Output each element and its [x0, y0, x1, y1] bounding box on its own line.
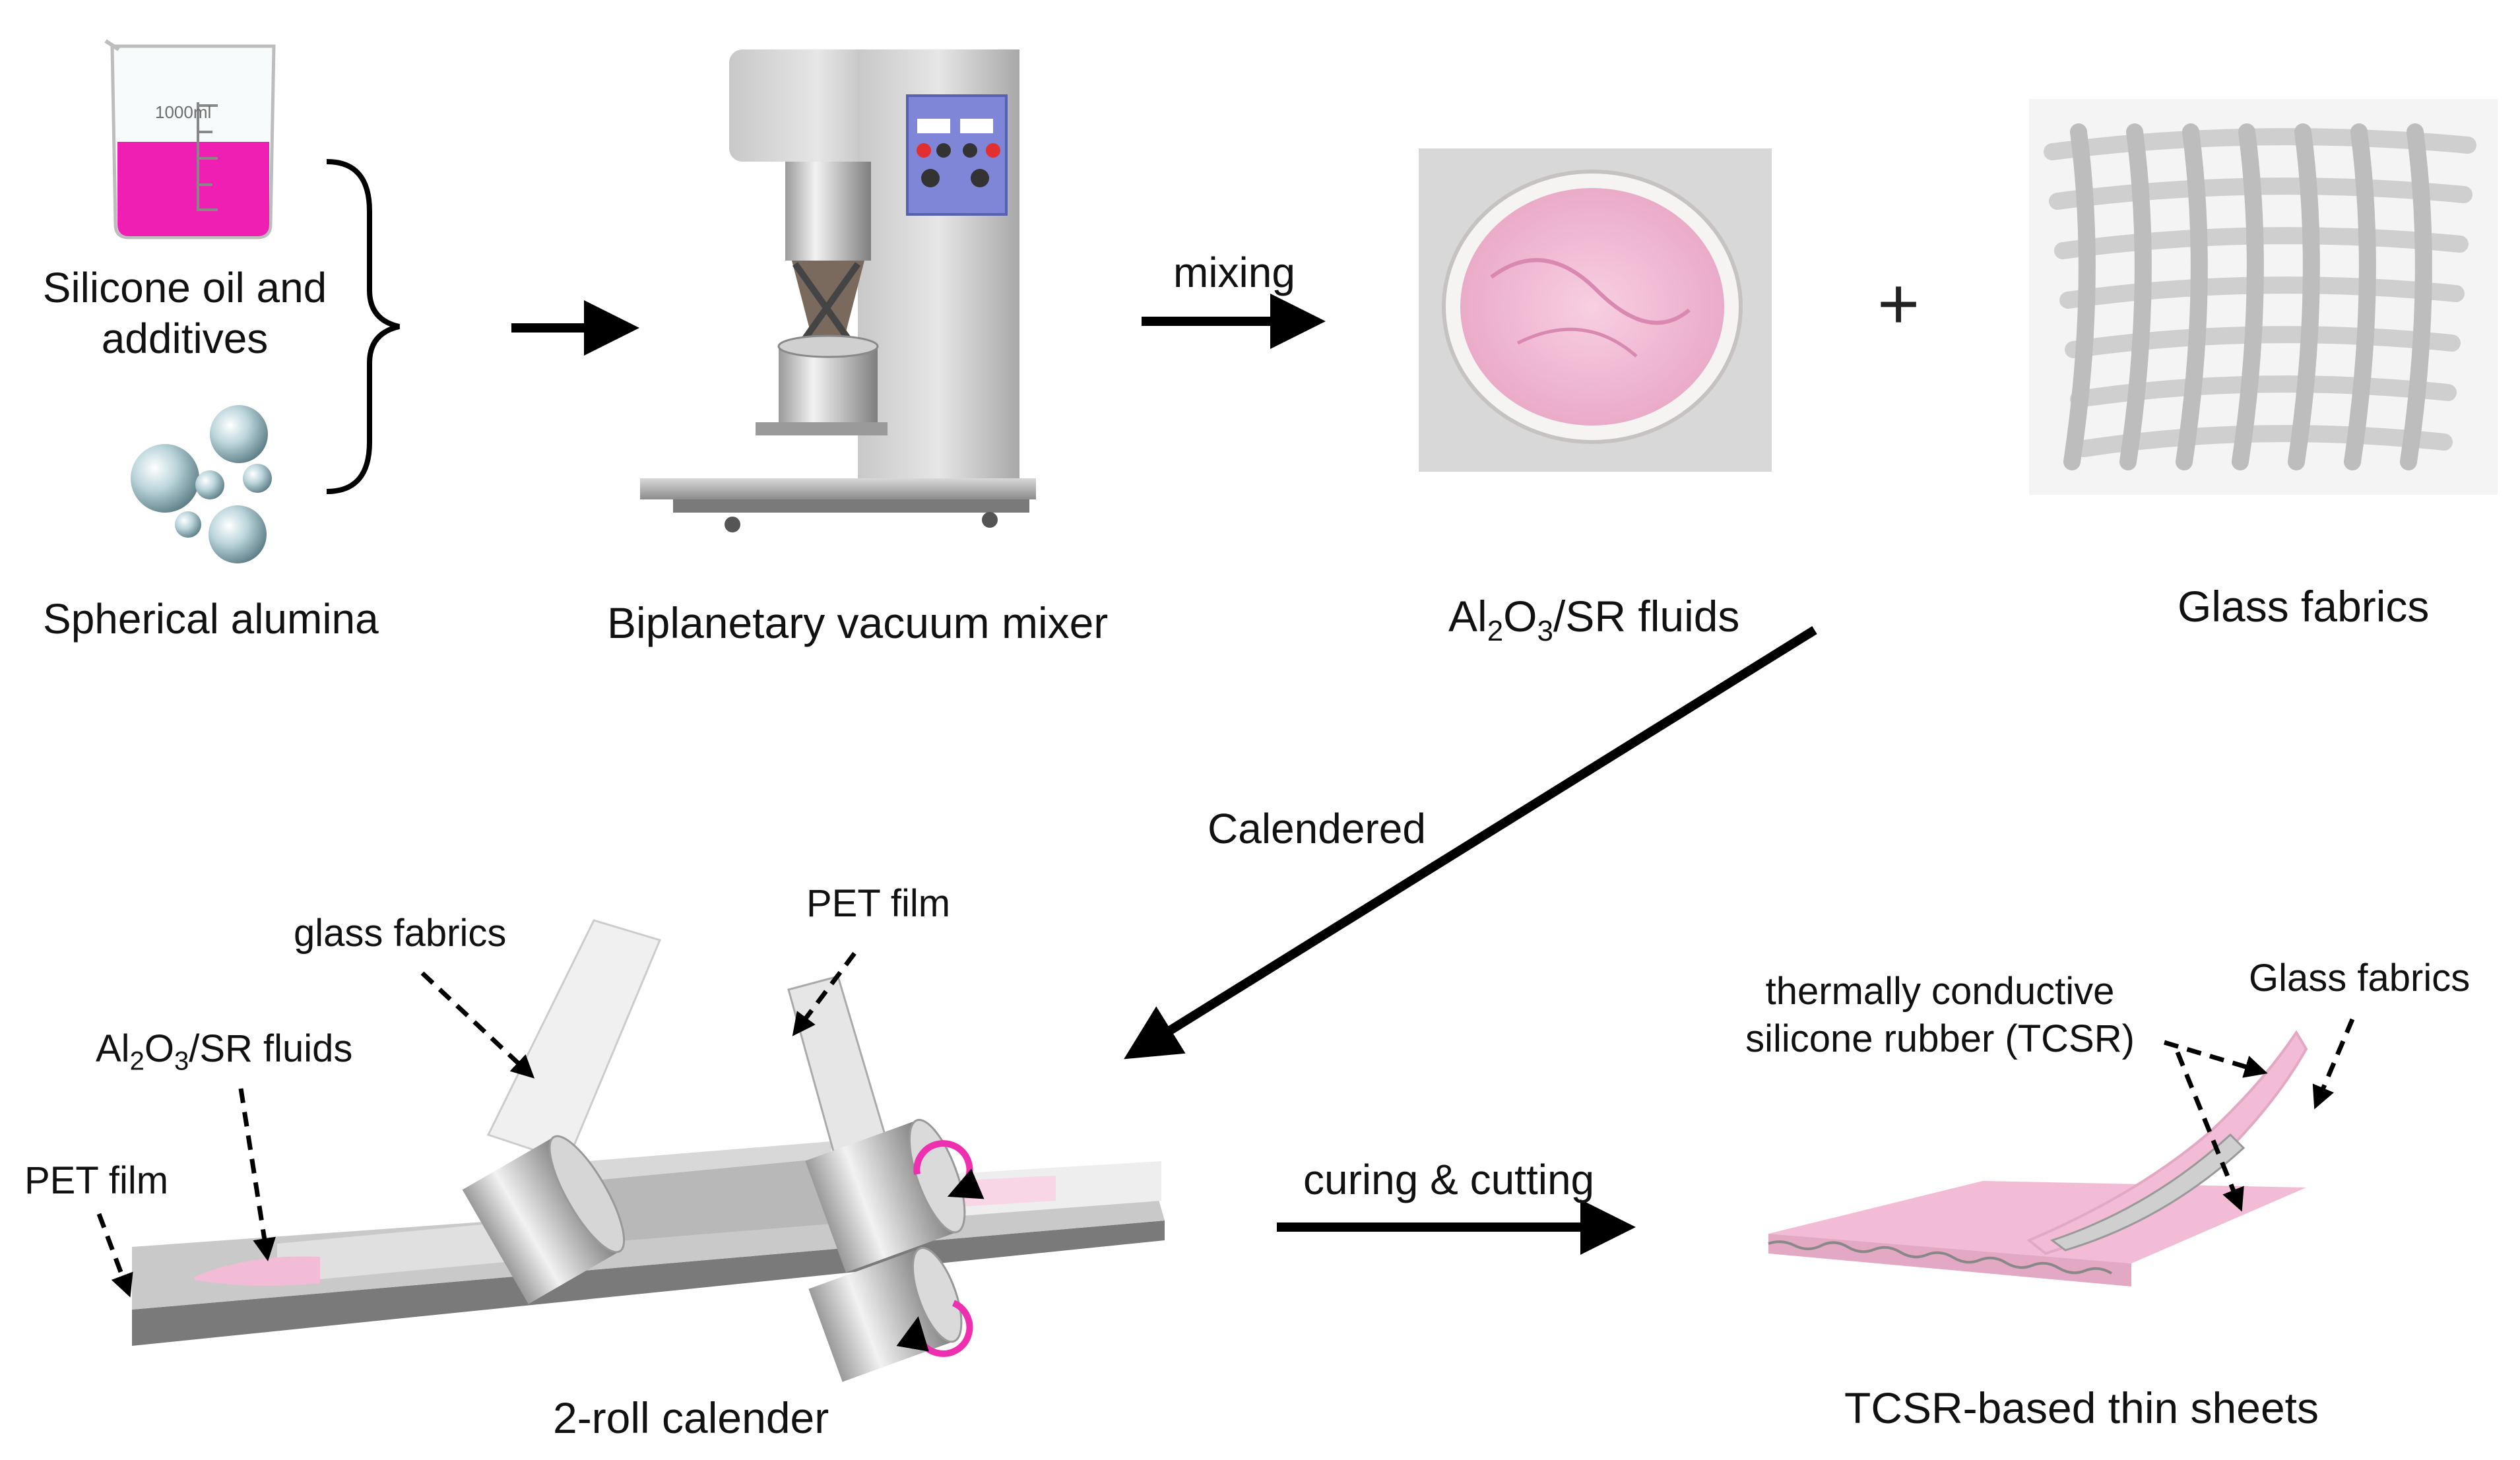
mesh-warp-strand	[2344, 123, 2376, 470]
beaker-volume-label: 1000ml	[155, 102, 212, 122]
label-mixing: mixing	[1173, 249, 1295, 296]
label-calender: 2-roll calender	[553, 1393, 829, 1442]
label-tcsr-line1: thermally conductive	[1765, 970, 2115, 1013]
two-roll-calender	[132, 919, 1165, 1382]
plus-sign: +	[1877, 263, 1920, 344]
label-glass-fabrics-right: Glass fabrics	[2249, 957, 2471, 1000]
glass-fabric-mesh	[2029, 99, 2498, 495]
alumina-spheres	[131, 405, 272, 563]
mesh-warp-strand	[2400, 123, 2432, 470]
label-calendered: Calendered	[1208, 805, 1426, 852]
label-mixer: Biplanetary vacuum mixer	[607, 598, 1109, 647]
arrow-calendered	[1124, 626, 1817, 1060]
fluid-dish-photo	[1419, 148, 1772, 472]
label-thin-sheets: TCSR-based thin sheets	[1844, 1383, 2319, 1432]
mesh-warp-strand	[2063, 123, 2096, 470]
label-tcsr-line2: silicone rubber (TCSR)	[1745, 1017, 2135, 1060]
vacuum-mixer	[640, 49, 1036, 532]
label-pet-film-left: PET film	[24, 1159, 169, 1202]
label-curing-cutting: curing & cutting	[1303, 1156, 1595, 1203]
calender-callouts	[96, 951, 856, 1298]
grouping-brace	[326, 159, 400, 494]
label-pet-film-top: PET film	[806, 882, 951, 925]
mesh-warp-strand	[2119, 123, 2152, 470]
label-glass-fabrics-lower: glass fabrics	[294, 912, 507, 955]
mesh-warp-strand	[2232, 123, 2264, 470]
tcsr-callouts	[2163, 1018, 2355, 1212]
tcsr-thin-sheet	[1768, 1030, 2308, 1286]
beaker-liquid	[117, 142, 269, 236]
label-silicone-oil: Silicone oil and additives	[42, 264, 327, 362]
label-spherical-alumina: Spherical alumina	[43, 595, 379, 643]
mesh-warp-strand	[2288, 123, 2320, 470]
mesh-warp-strand	[2176, 123, 2208, 470]
label-glass-fabrics-top: Glass fabrics	[2178, 582, 2430, 631]
beaker	[104, 39, 276, 239]
label-fluids-top: Al2O3/SR fluids	[1448, 592, 1740, 648]
label-fluids-lower: Al2O3/SR fluids	[96, 1027, 353, 1076]
